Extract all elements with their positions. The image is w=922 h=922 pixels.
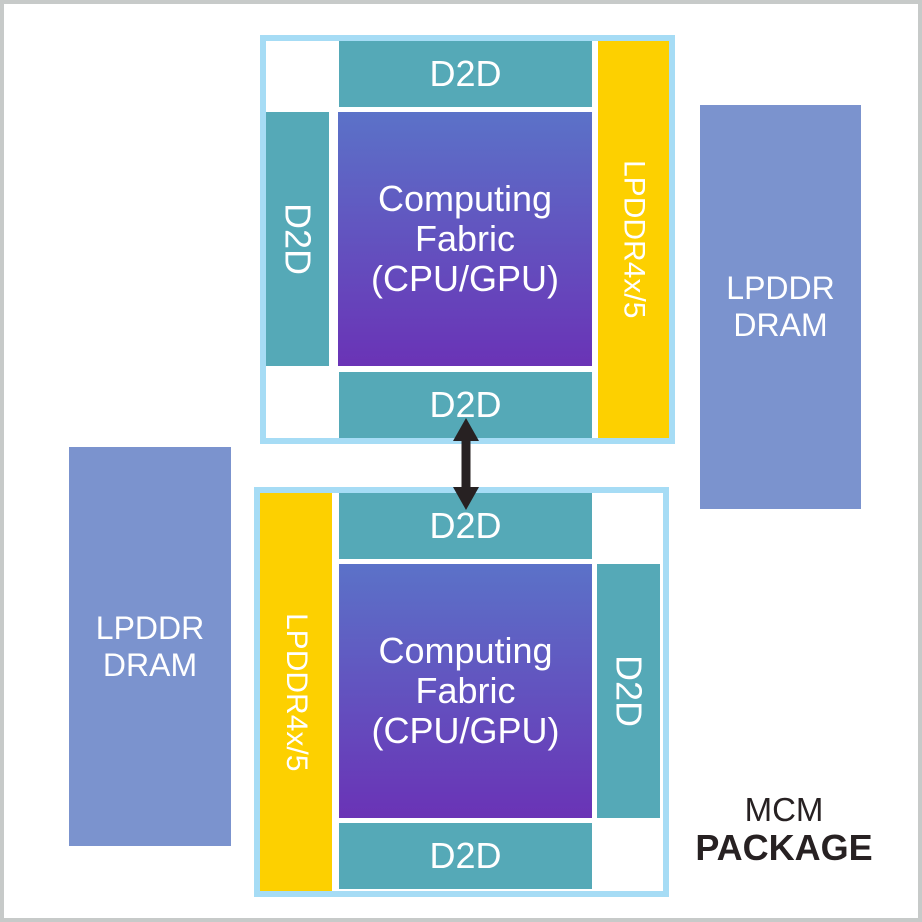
lpddr-controller-label: LPDDR4x/5 (280, 612, 313, 772)
d2d-label: D2D (429, 384, 502, 425)
d2d-label: D2D (429, 505, 502, 546)
fabric-label-line: (CPU/GPU) (371, 710, 560, 751)
chiplet-top: D2D D2D Computing Fabric (CPU/GPU) D2D L… (260, 35, 675, 444)
lpddr-dram-chip-right: LPDDR DRAM (700, 105, 861, 509)
d2d-label: D2D (608, 654, 650, 728)
chiplet-bottom-d2d-right-block: D2D (597, 564, 660, 818)
chiplet-top-computing-fabric-block: Computing Fabric (CPU/GPU) (338, 112, 592, 366)
dram-label-line: LPDDR (726, 270, 835, 306)
package-label-mcm: MCM (744, 791, 824, 828)
d2d-label: D2D (429, 835, 502, 876)
lpddr-dram-chip-left: LPDDR DRAM (69, 447, 231, 846)
chiplet-bottom-lpddr-controller-bar: LPDDR4x/5 (260, 493, 332, 891)
fabric-label-line: Fabric (415, 670, 516, 711)
fabric-label-line: Computing (378, 630, 553, 671)
dram-label-line: LPDDR (95, 609, 205, 646)
chiplet-link-double-arrow-icon (453, 418, 479, 510)
chiplet-bottom-computing-fabric-block: Computing Fabric (CPU/GPU) (339, 564, 592, 818)
fabric-label-line: Fabric (414, 218, 516, 259)
chiplet-bottom: LPDDR4x/5 D2D Computing Fabric (CPU/GPU)… (254, 487, 669, 897)
chiplet-top-lpddr-controller-bar: LPDDR4x/5 (598, 41, 669, 438)
chiplet-bottom-d2d-bottom-block: D2D (339, 823, 592, 889)
d2d-label: D2D (277, 202, 319, 276)
package-label: MCM PACKAGE (659, 790, 909, 867)
package-label-package: PACKAGE (695, 827, 873, 868)
chiplet-top-d2d-top-block: D2D (339, 41, 592, 107)
chiplet-top-d2d-left-block: D2D (266, 112, 329, 366)
d2d-label: D2D (429, 53, 502, 94)
dram-label-line: DRAM (733, 307, 828, 343)
fabric-label-line: (CPU/GPU) (371, 258, 559, 299)
chiplet-bottom-d2d-top-block: D2D (339, 493, 592, 559)
fabric-label-line: Computing (377, 178, 553, 219)
lpddr-controller-label: LPDDR4x/5 (617, 160, 651, 319)
dram-label-line: DRAM (102, 646, 198, 683)
